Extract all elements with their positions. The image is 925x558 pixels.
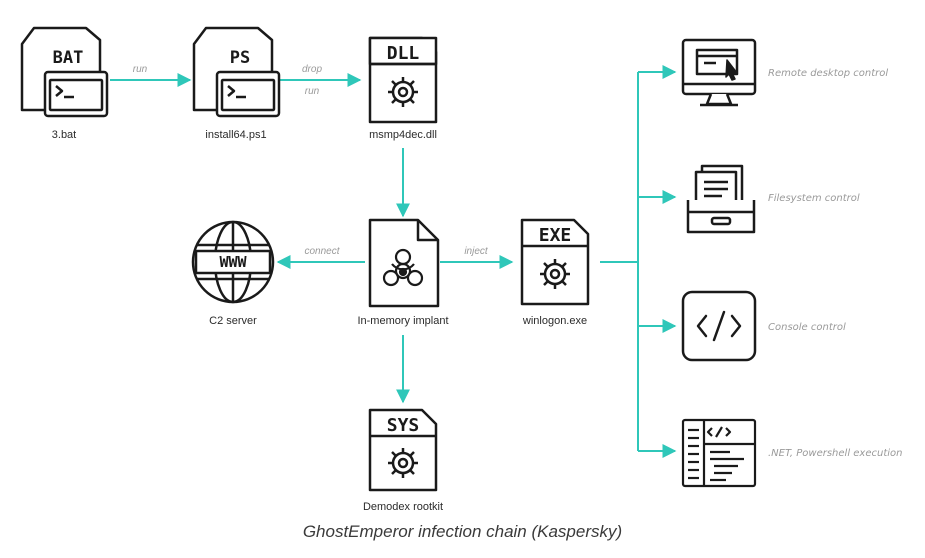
dll-badge: DLL — [387, 43, 420, 64]
edge-label-drop: drop — [302, 64, 322, 75]
capability-label-remote-desktop: Remote desktop control — [768, 68, 888, 79]
exe-gear-icon — [540, 259, 570, 289]
edge-label-run-2: run — [305, 86, 320, 97]
edge-label-connect: connect — [304, 246, 340, 257]
capability-label-dotnet-powershell: .NET, Powershell execution — [768, 448, 903, 459]
code-window-icon — [681, 418, 757, 488]
code-brackets-icon — [681, 290, 757, 362]
c2-badge: WWW — [219, 253, 247, 271]
biohazard-icon — [382, 248, 424, 287]
bat-badge: BAT — [53, 48, 84, 68]
file-tray-icon — [686, 164, 756, 234]
bat-node: BAT — [20, 26, 109, 118]
dll-node: DLL — [368, 36, 438, 124]
implant-node — [368, 218, 440, 308]
ps-node: PS — [192, 26, 281, 118]
sys-badge: SYS — [387, 415, 420, 436]
connectors — [110, 65, 677, 458]
dll-gear-icon — [388, 77, 418, 107]
dll-label: msmp4dec.dll — [369, 129, 437, 141]
infection-chain-diagram: run drop run connect inject BAT 3.bat PS… — [20, 26, 903, 513]
sys-gear-icon — [388, 448, 418, 478]
ps-label: install64.ps1 — [205, 129, 266, 141]
exe-node: EXE — [520, 218, 590, 306]
edge-label-inject: inject — [464, 246, 489, 257]
sys-node: SYS — [368, 408, 438, 492]
bat-label: 3.bat — [52, 129, 76, 141]
c2-label: C2 server — [209, 315, 257, 327]
edge-label-run: run — [133, 64, 148, 75]
sys-label: Demodex rootkit — [363, 501, 443, 513]
capability-label-filesystem: Filesystem control — [768, 193, 860, 204]
figure-caption: GhostEmperor infection chain (Kaspersky) — [302, 522, 623, 541]
capability-label-console: Console control — [768, 322, 846, 333]
www-banner — [194, 249, 272, 275]
monitor-icon — [681, 38, 757, 107]
c2-node: WWW — [191, 220, 275, 304]
exe-badge: EXE — [539, 225, 572, 246]
exe-label: winlogon.exe — [522, 315, 587, 327]
ps-badge: PS — [230, 48, 250, 68]
implant-label: In-memory implant — [357, 315, 448, 327]
